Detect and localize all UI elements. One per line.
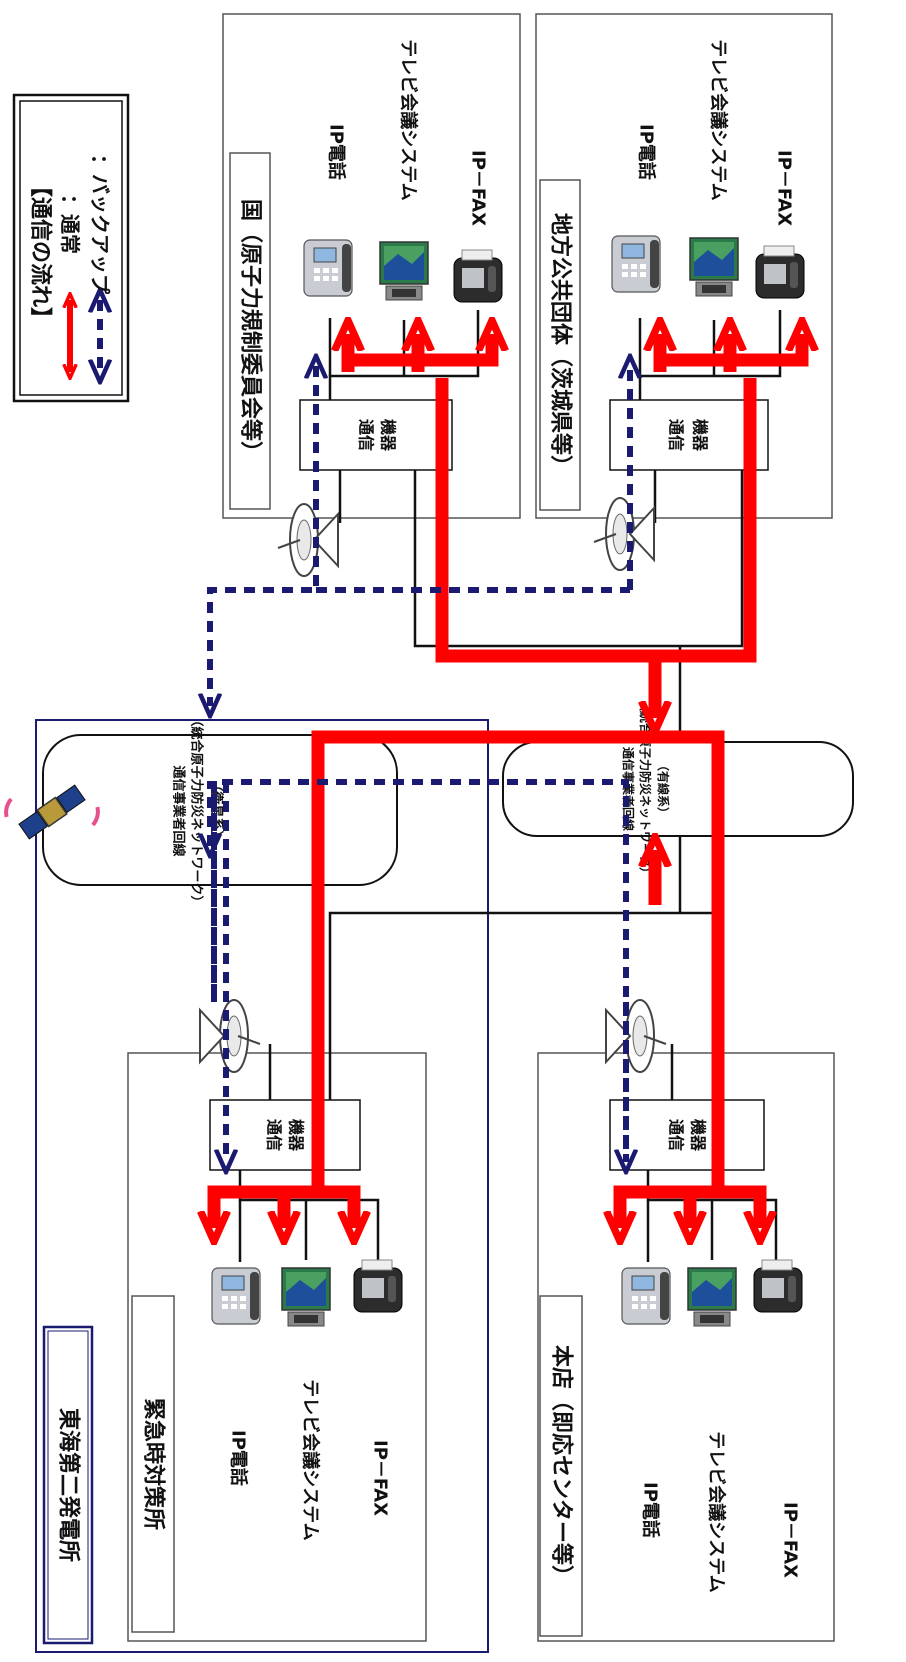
site-kinkyu-label-box xyxy=(131,1295,175,1633)
comm-device-honten-label-1: 通信 xyxy=(667,1119,686,1151)
kinkyu-fax-label: IP－FAX xyxy=(370,1440,391,1516)
comm-device-kinkyu-label-2: 機器 xyxy=(287,1119,306,1152)
kuni-tv-label: テレビ会議システム xyxy=(398,39,420,200)
honten-phone-label: IP電話 xyxy=(640,1482,662,1538)
wired-network: 通信事業者回線 （統合原子力防災ネットワーク） （有線系） xyxy=(502,699,854,879)
site-tokai-label: 東海第二発電所 xyxy=(56,1408,82,1562)
site-kuni-label: 国（原子力規制委員会等） xyxy=(238,199,264,463)
phone-kinkyu-icon xyxy=(211,1267,261,1325)
fax-kuni-icon xyxy=(453,249,503,303)
kuni-phone-label: IP電話 xyxy=(326,124,348,180)
legend-backup-label: ：バックアップ xyxy=(88,154,112,295)
site-kinkyu-label: 緊急時対策所 xyxy=(141,1398,167,1530)
comm-device-chiho-label-2: 機器 xyxy=(691,419,710,452)
satellite-icon xyxy=(4,784,100,840)
device-labels: IP電話 テレビ会議システム IP－FAX IP電話 テレビ会議システム IP－… xyxy=(228,39,801,1592)
fax-honten-icon xyxy=(753,1259,803,1313)
comm-device-chiho: 通信 機器 xyxy=(609,399,769,471)
tv-kuni-icon xyxy=(379,241,429,301)
site-honten-label: 本店（即応センター等） xyxy=(549,1345,575,1587)
satellite-network-line1: 通信事業者回線 xyxy=(171,765,187,857)
site-honten: 本店（即応センター等） xyxy=(537,1052,835,1642)
site-tokai-label-box xyxy=(42,1325,94,1645)
kuni-fax-label: IP－FAX xyxy=(468,150,489,226)
honten-fax-label: IP－FAX xyxy=(780,1502,801,1578)
chiho-fax-label: IP－FAX xyxy=(774,150,795,226)
kinkyu-phone-label: IP電話 xyxy=(228,1430,250,1486)
tv-kinkyu-icon xyxy=(281,1267,331,1327)
tv-honten-icon xyxy=(687,1267,737,1327)
site-chiho-label-box xyxy=(539,179,581,511)
kinkyu-tv-label: テレビ会議システム xyxy=(300,1379,322,1540)
fax-chiho-icon xyxy=(755,245,805,299)
legend: 【通信の流れ】 ：通常 ：バックアップ xyxy=(12,93,130,403)
site-tokai-frame xyxy=(35,719,489,1653)
comm-device-kinkyu: 通信 機器 xyxy=(209,1099,361,1171)
honten-tv-label: テレビ会議システム xyxy=(706,1431,728,1592)
wired-network-box xyxy=(502,741,854,837)
site-honten-label-box xyxy=(539,1295,583,1637)
satellite-network-line2: （統合原子力防災ネットワーク） xyxy=(189,713,205,908)
chiho-tv-label: テレビ会議システム xyxy=(708,39,730,200)
normal-flow-arrows xyxy=(214,334,802,1228)
phone-chiho-icon xyxy=(611,235,661,293)
site-chiho-label: 地方公共団体（茨城県等） xyxy=(548,213,574,477)
chiho-phone-label: IP電話 xyxy=(636,124,658,180)
comm-device-honten-label-2: 機器 xyxy=(689,1119,708,1152)
comm-device-kinkyu-label-1: 通信 xyxy=(265,1119,284,1151)
tv-chiho-icon xyxy=(689,237,739,297)
wired-network-line3: （有線系） xyxy=(656,759,671,819)
comm-device-honten: 通信 機器 xyxy=(609,1099,765,1171)
site-kinkyu: 緊急時対策所 xyxy=(127,1052,427,1642)
legend-normal-label: ：通常 xyxy=(58,194,82,254)
comm-device-kuni-label-2: 機器 xyxy=(379,419,398,452)
phone-honten-icon xyxy=(621,1267,671,1325)
wired-network-line1: 通信事業者回線 xyxy=(621,747,636,831)
legend-title: 【通信の流れ】 xyxy=(28,175,54,329)
comm-device-chiho-label-1: 通信 xyxy=(667,419,686,451)
comm-device-kuni: 通信 機器 xyxy=(299,399,453,471)
fax-kinkyu-icon xyxy=(353,1259,403,1313)
wired-connections xyxy=(238,310,782,1262)
site-tokai: 東海第二発電所 xyxy=(35,719,489,1653)
comm-device-kuni-label-1: 通信 xyxy=(357,419,376,451)
backup-flow-arrows xyxy=(210,366,630,1162)
phone-kuni-icon xyxy=(303,239,353,297)
